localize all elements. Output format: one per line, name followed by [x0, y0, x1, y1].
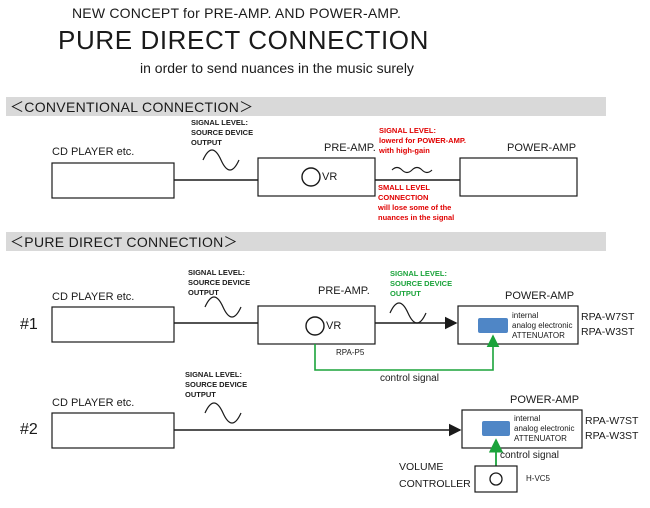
conventional-section-band: ＜CONVENTIONAL CONNECTION＞ [6, 97, 606, 116]
row1-poweramp-label: POWER-AMP [505, 290, 575, 302]
page-subtitle: in order to send nuances in the music su… [140, 60, 414, 76]
row1-cd-label: CD PLAYER etc. [52, 291, 135, 303]
pure-section-title: ＜PURE DIRECT CONNECTION＞ [10, 234, 238, 250]
conv-poweramp-box [459, 157, 578, 197]
row1-vr-knob [305, 316, 325, 336]
conv-vr-label: VR [322, 171, 338, 183]
row2-volume-knob [489, 472, 503, 486]
row2-wave-source [204, 402, 242, 424]
conv-preamp-label: PRE-AMP. [324, 142, 376, 154]
row2-volume-controller-label: VOLUME CONTROLLER [399, 461, 471, 490]
conv-vr-knob [301, 167, 321, 187]
row2-signal-level-note: SIGNAL LEVEL: SOURCE DEVICE OUTPUT [185, 370, 248, 399]
concept-heading: NEW CONCEPT for PRE-AMP. AND POWER-AMP. [72, 5, 402, 21]
conventional-section-title: ＜CONVENTIONAL CONNECTION＞ [10, 99, 254, 115]
row1-control-signal-line [314, 334, 500, 371]
row1-attenuator-text: internal analog electronic ATTENUATOR [512, 311, 573, 340]
row2-control-signal-label: control signal [500, 450, 559, 461]
row1-vr-label: VR [326, 320, 342, 332]
conv-cd-label: CD PLAYER etc. [52, 146, 135, 158]
row2-number: #2 [20, 421, 38, 438]
row2-volume-controller-box [474, 465, 518, 493]
row1-control-signal-label: control signal [380, 373, 439, 384]
conv-signal-level-note: SIGNAL LEVEL: SOURCE DEVICE OUTPUT [191, 118, 254, 147]
row1-cd-box [51, 306, 175, 343]
row1-model-list: RPA-W7ST RPA-W3ST [581, 311, 635, 338]
row1-signal-level-note: SIGNAL LEVEL: SOURCE DEVICE OUTPUT [188, 268, 251, 297]
page-title: PURE DIRECT CONNECTION [58, 25, 429, 55]
row2-cd-label: CD PLAYER etc. [52, 397, 135, 409]
conv-red-note-bottom: SMALL LEVEL CONNECTION will lose some of… [378, 183, 455, 222]
row2-attenuator-block [482, 421, 510, 436]
row1-preamp-label: PRE-AMP. [318, 285, 370, 297]
pure-section-band: ＜PURE DIRECT CONNECTION＞ [6, 232, 606, 251]
row2-model-list: RPA-W7ST RPA-W3ST [585, 415, 639, 442]
row2-cd-box [51, 412, 175, 449]
row2-poweramp-label: POWER-AMP [510, 394, 580, 406]
conv-wave-source [202, 149, 240, 171]
conv-wave-small [391, 166, 433, 174]
conv-red-note-top: SIGNAL LEVEL: lowerd for POWER-AMP. with… [379, 126, 466, 155]
conv-poweramp-label: POWER-AMP [507, 142, 577, 154]
conv-cd-box [51, 162, 175, 199]
row1-green-note: SIGNAL LEVEL: SOURCE DEVICE OUTPUT [390, 269, 453, 298]
row1-number: #1 [20, 316, 38, 333]
row2-attenuator-text: internal analog electronic ATTENUATOR [514, 414, 575, 443]
row1-wave-output [389, 302, 427, 324]
row1-wave-source [204, 296, 242, 318]
row2-hvc5-label: H-VC5 [526, 474, 551, 483]
row1-rpa-p5-label: RPA-P5 [336, 348, 365, 357]
row1-attenuator-block [478, 318, 508, 333]
